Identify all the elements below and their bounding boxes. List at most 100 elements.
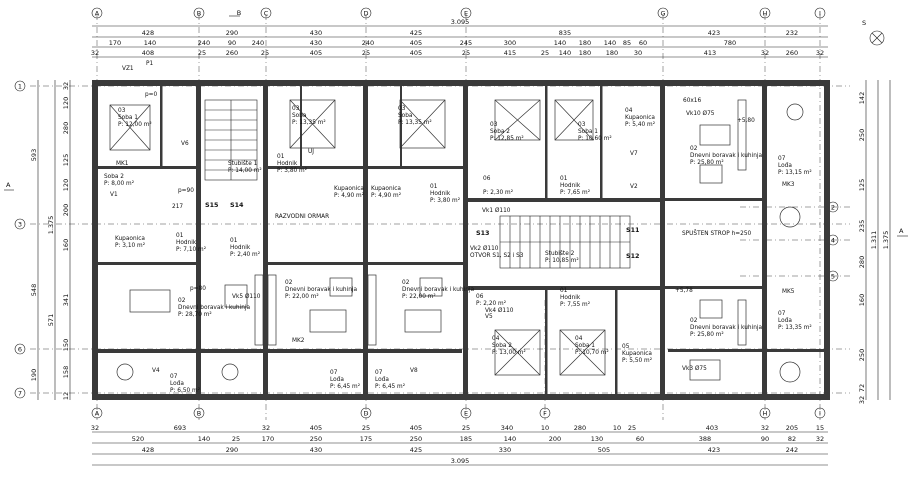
tag: V4 [152,368,160,374]
top-dim-r3-2: 408 [142,49,154,57]
bottom-dim-r2-2: 140 [198,435,210,443]
bottom-dim-r2-8: 185 [460,435,472,443]
left-dim-8: 280 [62,122,70,134]
axis-label-6: 6 [18,346,22,354]
room-name: Soba [398,113,413,119]
bottom-dim-11: 10 [613,424,621,432]
tag: Vk4 Ø110 [485,307,514,314]
room-area: P: 28,70 m² [178,311,212,318]
tag: MK3 [782,182,795,188]
top-dim-3: 430 [310,29,322,37]
tag: +5,80 [737,118,755,124]
right-dim-11: 32 [858,396,866,404]
top-dim-r2-16: 780 [724,39,736,47]
top-dim-1: 428 [142,29,154,37]
top-dim-r3-7: 25 [362,49,370,57]
bottom-dim-r2-6: 175 [360,435,372,443]
tag: RAZVODNI ORMAR [275,214,329,220]
room-name: Soba 2 [490,129,510,135]
top-dim-r3-10: 415 [504,49,516,57]
top-dim-r2-14: 85 [623,39,631,47]
room-name: Soba 1 [578,129,598,135]
room-name: Soba 1 [118,115,138,121]
bottom-dim-r2-15: 82 [788,435,796,443]
left-dim-11: 200 [62,204,70,216]
room-code: 02 [285,280,293,286]
tag: p=0 [145,92,158,98]
room-code: 07 [375,370,383,376]
left-dim-16: 12 [62,392,70,400]
room-area: P: 5,40 m² [625,121,655,128]
tag: +5,78 [675,288,693,294]
bottom-dim-r2-13: 388 [699,435,711,443]
room-area: P: 10,85 m² [545,257,579,264]
top-dim-r2-5: 240 [252,39,264,47]
annotation-tags: VZ1 P1 MK1 MK2 MK3 MK5 V1 V2 V4 V5 V6 V7… [110,61,795,374]
left-dim-9: 125 [62,154,70,166]
axis-label-3: 3 [18,221,22,229]
room-area: P: 7,55 m² [560,301,590,308]
tag: MK5 [782,289,795,295]
top-dim-r2-9: 245 [460,39,472,47]
room-code: 02 [690,318,698,324]
room-name: Soba 2 [104,174,124,180]
room-labels: 03 Soba 1 P: 12,00 m² Soba 2 P: 8,00 m² … [104,106,812,394]
shaft-label: S11 [626,226,640,234]
axis-label-a: A [95,10,100,18]
top-dim-r3-11: 25 [541,49,549,57]
right-dim-4: 235 [858,220,866,232]
right-dim-6: 1.375 [882,231,890,250]
bottom-dim-7: 25 [462,424,470,432]
bottom-dim-8: 340 [501,424,513,432]
shaft-label: S13 [476,229,490,237]
right-dim-8: 160 [858,294,866,306]
tag: P1 [146,61,153,67]
dimension-lines-top: 3.095 428 290 430 425 835 423 232 170 14… [91,18,828,58]
room-name: Dnevni boravak i kuhinja [690,153,762,159]
top-dim-2: 290 [226,29,238,37]
right-dim-10: 72 [858,384,866,392]
room-code: 02 [402,280,410,286]
top-dim-r3-13: 180 [579,49,591,57]
axis-label-2: 2 [831,204,835,212]
right-dim-1: 142 [858,92,866,104]
room-area: P: 3,80 m² [430,197,460,204]
tag: VZ1 [122,66,134,72]
shaft-label: S12 [626,252,640,260]
axis-label-g: G [660,10,665,18]
tag: Vk10 Ø75 [686,110,715,117]
room-area: P: 5,50 m² [622,357,652,364]
bottom-dim-2: 693 [174,424,186,432]
top-dim-r3-3: 25 [198,49,206,57]
axis-label-e: E [464,10,468,18]
axis-label-e-bottom: E [464,410,468,418]
room-code: 04 [492,336,500,342]
room-name: Soba 2 [492,343,512,349]
room-name: Soba 1 [575,343,595,349]
room-code: 07 [170,374,178,380]
room-name: Lođa [330,377,344,383]
top-dim-r3-17: 32 [761,49,769,57]
bottom-dim-16: 15 [816,424,824,432]
section-mark-a-left: A [6,181,11,189]
section-mark-b: B [237,9,241,17]
stairs-2 [499,215,631,269]
room-area: P: 8,00 m² [104,180,134,187]
dimension-lines-bottom: 32 693 32 405 25 405 25 340 10 280 10 25… [91,424,828,466]
top-dim-r2-7: 240 [362,39,374,47]
right-dim-3: 125 [858,179,866,191]
tag: 217 [172,204,183,210]
room-area: P: 6,45 m² [330,383,360,390]
tag: OTVOR S1, S2 i S3 [470,253,524,259]
bottom-dim-4: 405 [310,424,322,432]
tag: V8 [410,368,418,374]
left-dim-2: 1.375 [47,216,55,235]
room-name: Lođa [375,377,389,383]
room-code: 02 [178,298,186,304]
room-name: Stubište 1 [228,160,258,167]
room-name: Kupaonica [625,115,655,121]
axis-label-i: I [819,10,821,18]
left-dim-7: 120 [62,97,70,109]
room-area: P: 22,00 m² [285,293,319,300]
left-dim-4: 571 [47,314,55,326]
